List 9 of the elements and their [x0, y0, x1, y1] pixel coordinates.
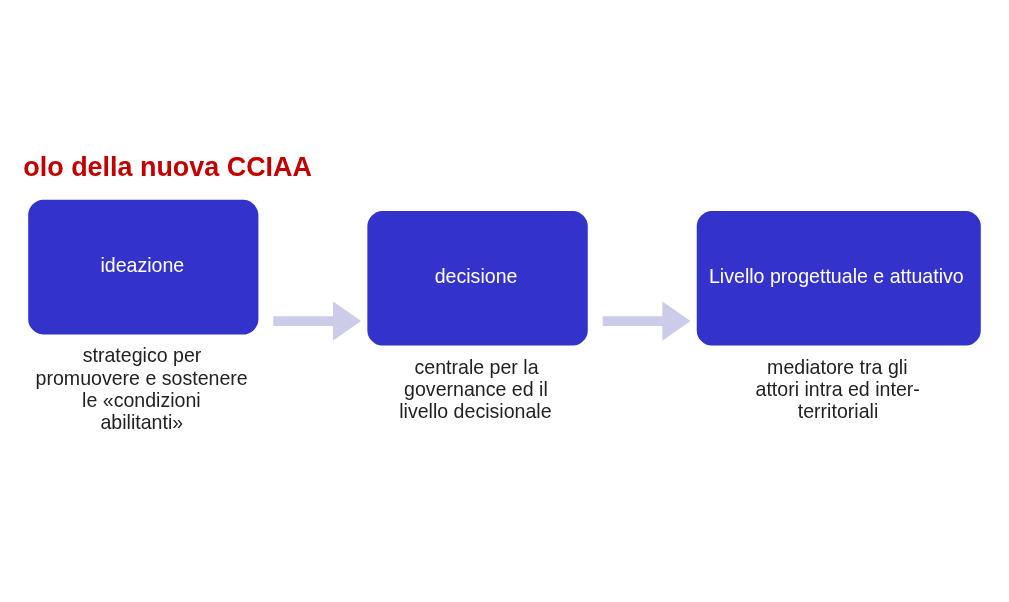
- node-box: ideazione: [28, 199, 259, 335]
- arrow: [273, 300, 362, 341]
- node-label: strategico per promuovere e sostenere le «condizioni abilitanti»: [35, 343, 248, 433]
- node-label: centrale per la governance ed il livello decisionale: [399, 355, 552, 422]
- diagram-title: olo della nuova CCIAA: [23, 151, 312, 182]
- node-box: Livello progettuale e attuativo: [696, 210, 981, 346]
- arrow: [602, 300, 691, 341]
- node-box: decisione: [367, 210, 588, 346]
- node-label: mediatore tra gli attori intra ed inter- territoriali: [755, 355, 920, 422]
